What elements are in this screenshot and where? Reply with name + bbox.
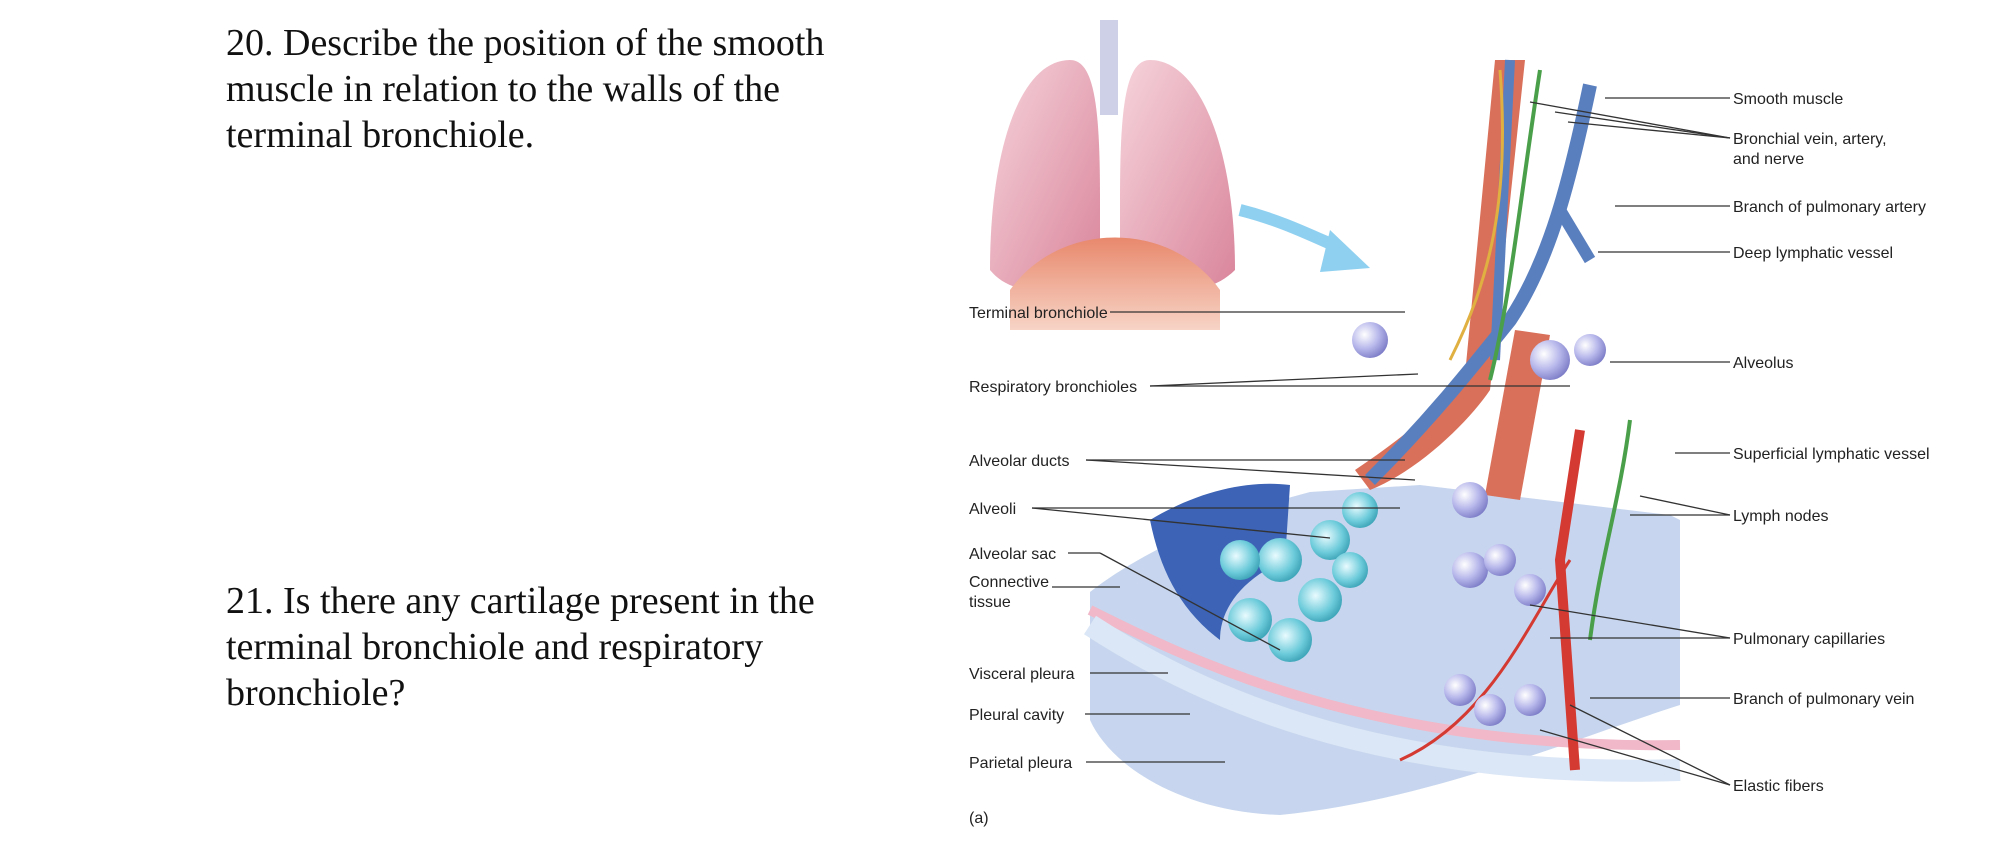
label-alveoli: Alveoli [969, 501, 1016, 518]
label-lymph-nodes: Lymph nodes [1733, 508, 1828, 525]
label-branch-pulmonary-artery: Branch of pulmonary artery [1733, 199, 1926, 216]
lung-anatomy-figure: Terminal bronchiole Respiratory bronchio… [969, 20, 1930, 827]
label-bronchial-vein-line1: Bronchial vein, artery, [1733, 131, 1887, 148]
label-alveolus: Alveolus [1733, 355, 1793, 372]
panel-label: (a) [969, 810, 989, 827]
label-bronchial-vein-line2: and nerve [1733, 151, 1804, 168]
label-deep-lymphatic-vessel: Deep lymphatic vessel [1733, 245, 1893, 262]
lungs-illustration [990, 20, 1370, 330]
alveolar-sac-cluster [1220, 492, 1378, 662]
question-21: 21. Is there any cartilage present in th… [226, 580, 815, 714]
pleura-surface [1084, 483, 1681, 815]
label-pulmonary-capillaries: Pulmonary capillaries [1733, 631, 1885, 648]
label-parietal-pleura: Parietal pleura [969, 755, 1072, 772]
label-pleural-cavity: Pleural cavity [969, 707, 1064, 724]
label-connective-tissue-line2: tissue [969, 594, 1011, 611]
label-visceral-pleura: Visceral pleura [969, 666, 1075, 683]
bronchiole-tree [1355, 59, 1632, 771]
label-smooth-muscle: Smooth muscle [1733, 91, 1843, 108]
leader-lines [1031, 97, 1731, 786]
label-alveolar-sac: Alveolar sac [969, 546, 1056, 563]
label-terminal-bronchiole: Terminal bronchiole [969, 305, 1108, 322]
label-elastic-fibers: Elastic fibers [1733, 778, 1824, 795]
label-respiratory-bronchioles: Respiratory bronchioles [969, 379, 1137, 396]
label-alveolar-ducts: Alveolar ducts [969, 453, 1070, 470]
question-20: 20. Describe the position of the smooth … [226, 22, 825, 156]
alveoli-spheres [1352, 322, 1606, 726]
label-connective-tissue-line1: Connective [969, 574, 1049, 591]
label-superficial-lymphatic-vessel: Superficial lymphatic vessel [1733, 446, 1930, 463]
label-branch-pulmonary-vein: Branch of pulmonary vein [1733, 691, 1914, 708]
